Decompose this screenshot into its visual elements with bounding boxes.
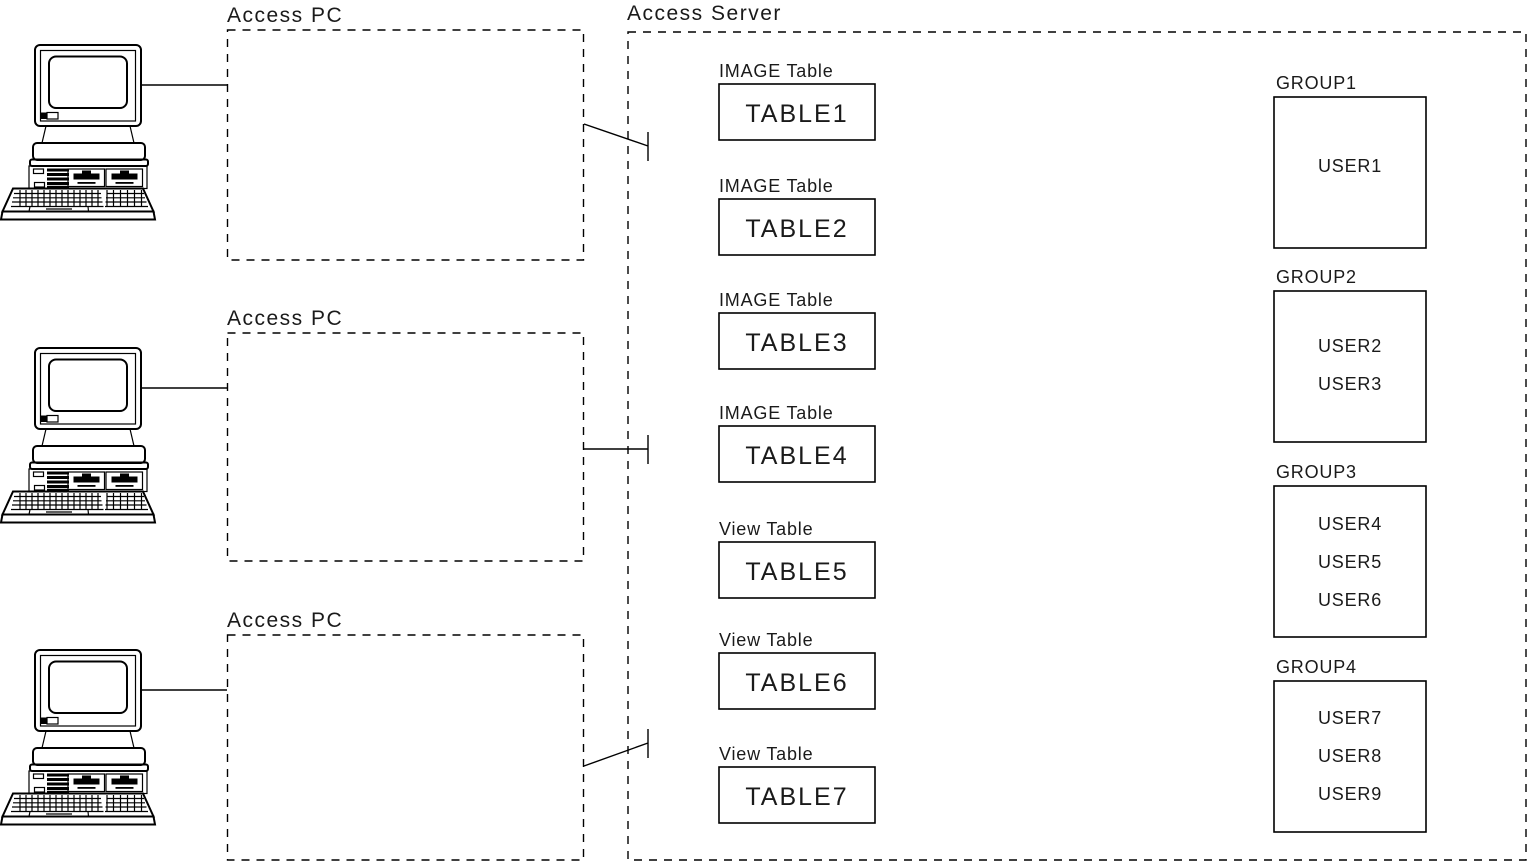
table-box [718,652,876,710]
access-pc-label: Access PC [227,4,343,27]
table-group: IMAGE Table TABLE4 [718,403,876,483]
pc1-to-server-connector [583,123,649,161]
table-group: IMAGE Table TABLE1 [718,61,876,141]
table-name: TABLE6 [745,669,848,697]
user-label: USER8 [1318,746,1382,766]
group-box [1273,96,1427,249]
access-pc-label: Access PC [227,307,343,330]
user-label: USER9 [1318,784,1382,804]
access-pc-box [226,634,585,861]
user-group: GROUP3 USER4 USER5 USER6 [1273,462,1427,638]
group-label: GROUP1 [1276,73,1357,93]
desktop-computer-icon [0,347,156,524]
table-group: View Table TABLE5 [718,519,876,599]
table-type-label: IMAGE Table [719,403,834,423]
group-box [1273,485,1427,638]
table-group: View Table TABLE7 [718,744,876,824]
table-box [718,541,876,599]
user-label: USER6 [1318,590,1382,610]
table-box [718,312,876,370]
desktop-computer-icon [0,44,156,221]
table-box [718,198,876,256]
access-pc-box [226,29,585,261]
user-label: USER4 [1318,514,1382,534]
table-group: IMAGE Table TABLE2 [718,176,876,256]
table-type-label: IMAGE Table [719,290,834,310]
user-group: GROUP1 USER1 [1273,73,1427,249]
table-type-label: View Table [719,519,813,539]
table-box [718,83,876,141]
table-type-label: View Table [719,630,813,650]
table-type-label: IMAGE Table [719,61,834,81]
access-pc-box [226,332,585,562]
table-box [718,766,876,824]
group-box [1273,290,1427,443]
table-name: TABLE3 [745,329,848,357]
access-server-box [627,31,1527,861]
table-name: TABLE7 [745,783,848,811]
desktop-computer-icon [0,649,156,826]
table-type-label: IMAGE Table [719,176,834,196]
user-label: USER7 [1318,708,1382,728]
table-group: View Table TABLE6 [718,630,876,710]
table-type-label: View Table [719,744,813,764]
access-pc-label: Access PC [227,609,343,632]
user-label: USER3 [1318,374,1382,394]
pc3-to-server-connector [583,729,649,767]
table-name: TABLE5 [745,558,848,586]
table-name: TABLE1 [745,100,848,128]
group-box [1273,680,1427,833]
access-server-label: Access Server [627,2,782,25]
user-label: USER5 [1318,552,1382,572]
table-name: TABLE2 [745,215,848,243]
table-box [718,425,876,483]
group-label: GROUP4 [1276,657,1357,677]
group-label: GROUP2 [1276,267,1357,287]
user-group: GROUP2 USER2 USER3 [1273,267,1427,443]
table-group: IMAGE Table TABLE3 [718,290,876,370]
user-label: USER1 [1318,156,1382,176]
table-name: TABLE4 [745,442,848,470]
group-label: GROUP3 [1276,462,1357,482]
user-label: USER2 [1318,336,1382,356]
user-group: GROUP4 USER7 USER8 USER9 [1273,657,1427,833]
pc2-to-server-connector [584,435,649,464]
